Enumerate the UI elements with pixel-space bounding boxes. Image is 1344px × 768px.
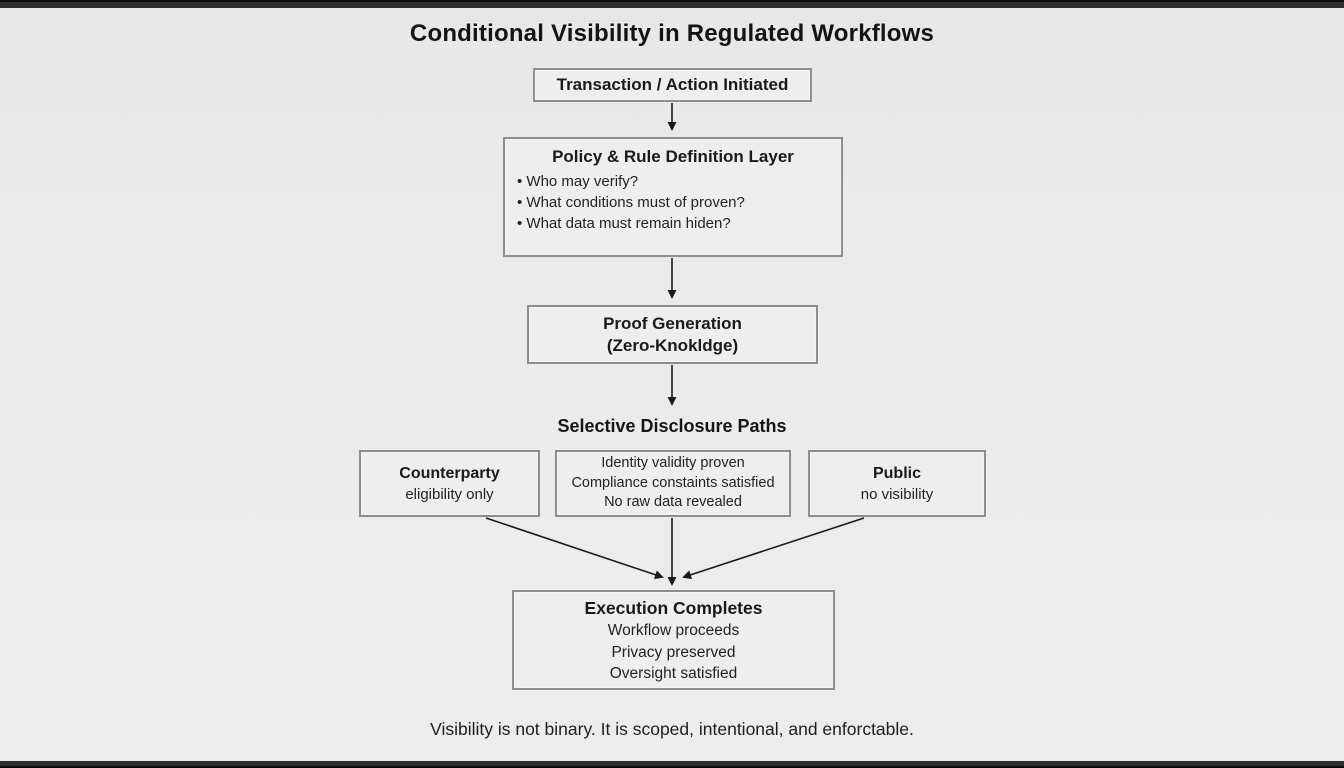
- transaction-label: Transaction / Action Initiated: [556, 75, 789, 94]
- counterparty-subtitle: eligibility only: [405, 485, 494, 503]
- policy-bullet: • What data must remain hiden?: [517, 215, 731, 232]
- footer-note: Visibility is not binary. It is scoped, …: [430, 719, 914, 739]
- bottom-border-bar: [0, 761, 1344, 768]
- public-node: Public no visibility: [808, 450, 986, 517]
- paths-heading: Selective Disclosure Paths: [557, 416, 787, 436]
- disclosure-node: Identity validity proven Compliance cons…: [555, 450, 791, 517]
- policy-node: Policy & Rule Definition Layer • Who may…: [503, 137, 843, 257]
- proof-node: Proof Generation (Zero-Knokldge): [527, 305, 818, 364]
- transaction-node: Transaction / Action Initiated: [533, 68, 812, 102]
- counterparty-title: Counterparty: [399, 464, 500, 482]
- proof-line-1: Proof Generation: [603, 313, 742, 333]
- arrow-public-to-execution: [682, 517, 865, 580]
- arrow-counterparty-to-execution: [485, 517, 664, 580]
- execution-node: Execution Completes Workflow proceeds Pr…: [512, 590, 835, 690]
- execution-line: Privacy preserved: [611, 643, 736, 661]
- disclosure-line: No raw data revealed: [604, 494, 742, 511]
- execution-line: Oversight satisfied: [609, 665, 738, 683]
- proof-line-2: (Zero-Knokldge): [606, 335, 739, 355]
- policy-bullet: • What conditions must of proven?: [517, 194, 745, 211]
- diagram-title: Conditional Visibility in Regulated Work…: [409, 20, 935, 47]
- execution-title: Execution Completes: [584, 598, 763, 619]
- counterparty-node: Counterparty eligibility only: [359, 450, 540, 517]
- disclosure-line: Compliance constaints satisfied: [571, 474, 775, 491]
- top-border-bar: [0, 0, 1344, 8]
- policy-title: Policy & Rule Definition Layer: [552, 147, 794, 166]
- disclosure-line: Identity validity proven: [601, 455, 745, 472]
- policy-bullet: • Who may verify?: [517, 173, 639, 190]
- public-subtitle: no visibility: [860, 485, 934, 503]
- public-title: Public: [872, 464, 921, 482]
- execution-line: Workflow proceeds: [607, 622, 740, 640]
